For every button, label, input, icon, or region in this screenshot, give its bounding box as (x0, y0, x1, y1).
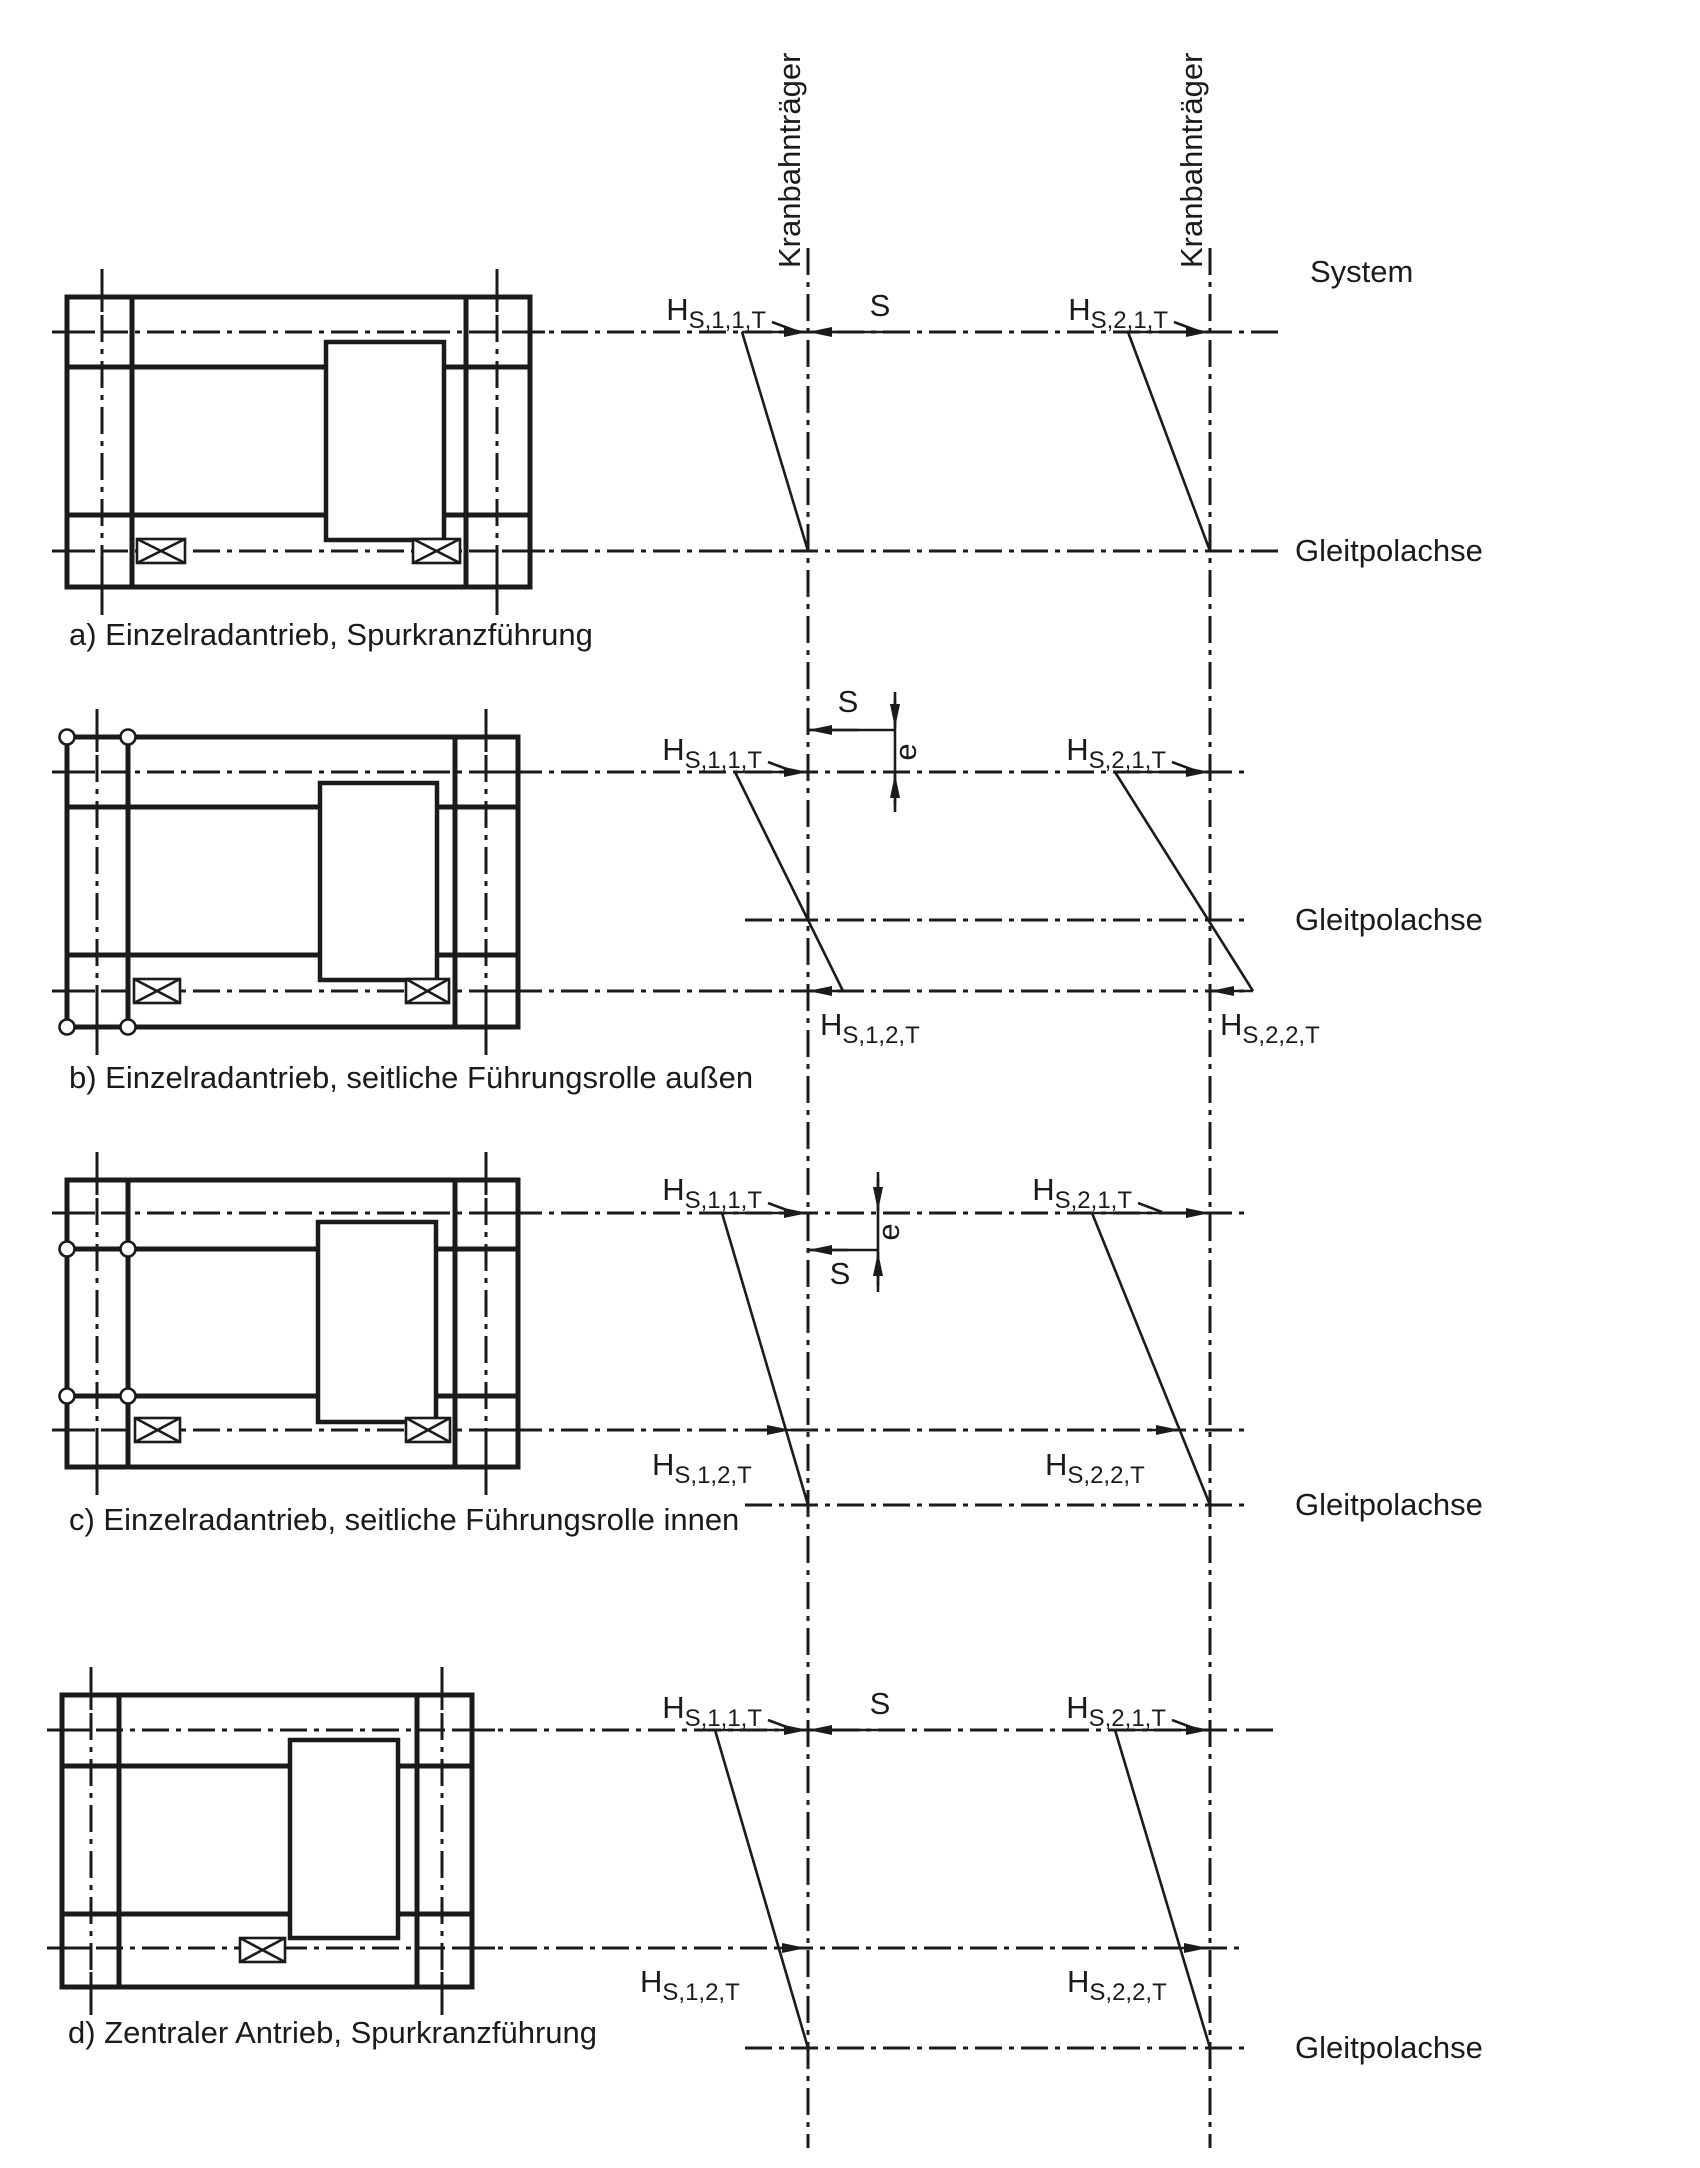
label-leader (1171, 1718, 1197, 1731)
force-diagram-row-d-girder-1: HS,1,1,T S HS,1,2,T (640, 1686, 905, 2049)
guide-roller-icon (119, 1240, 137, 1258)
force-label-hs11: HS,1,1,T (662, 1172, 762, 1214)
crane-bridge-outline (59, 1692, 475, 1990)
eccentricity-dim-label: e (888, 743, 923, 760)
crab-trolley (323, 339, 447, 543)
central-drive-motor-icon (238, 1936, 287, 1964)
crane-bridge-outline (64, 294, 533, 590)
drive-motor-icon (133, 1416, 182, 1444)
guide-roller-icon (58, 1240, 76, 1258)
force-label-hs12: HS,1,2,T (820, 1007, 920, 1049)
guide-roller-icon (58, 728, 76, 746)
guide-roller-icon (58, 1387, 76, 1405)
caption-row-b: b) Einzelradantrieb, seitliche Führungsr… (69, 1060, 753, 1095)
crab-trolley (317, 780, 440, 983)
caption-row-a: a) Einzelradantrieb, Spurkranzführung (69, 617, 593, 652)
runway-girder-2-label: Kranbahnträger (1174, 53, 1209, 268)
force-label-hs22: HS,2,2,T (1220, 1007, 1320, 1049)
label-leader (767, 760, 793, 773)
dimensions-row-b: S e (808, 684, 923, 812)
label-leader (1171, 760, 1197, 773)
guide-roller-icon (119, 1387, 137, 1405)
force-diagram-row-b-girder-2: HS,2,1,T HS,2,2,T (1066, 732, 1320, 1049)
force-distribution-line (1126, 331, 1212, 552)
force-diagram-row-a-girder-1: HS,1,1,T S (666, 288, 905, 552)
span-dim-label: S (830, 1256, 851, 1291)
eccentricity-dim-label: e (871, 1223, 906, 1240)
force-diagram-row-d-girder-2: HS,2,1,T HS,2,2,T (1066, 1690, 1212, 2049)
span-dim-label: S (870, 1686, 891, 1721)
gleitpolachse-label-row-c: Gleitpolachse (1295, 1487, 1483, 1522)
force-label-hs11: HS,1,1,T (662, 732, 762, 774)
crane-bridge-outline (64, 1177, 521, 1470)
force-distribution-line (713, 1729, 810, 2049)
crane-plan-row-a (52, 269, 545, 615)
drive-motor-icon (135, 537, 187, 565)
force-label-hs12: HS,1,2,T (640, 1964, 740, 2006)
label-leader (771, 320, 797, 333)
row-d: HS,1,1,T S HS,1,2,T HS,2,1,T HS,2,2,T Gl… (47, 1667, 1483, 2065)
gleitpolachse-label-row-a: Gleitpolachse (1295, 533, 1483, 568)
label-leader (767, 1201, 793, 1214)
force-distribution-line (1113, 1729, 1212, 2049)
crab-trolley (315, 1219, 439, 1425)
label-leader (1173, 320, 1199, 333)
force-label-hs21: HS,2,1,T (1032, 1172, 1132, 1214)
crane-plan-row-c (52, 1152, 533, 1495)
force-distribution-line (740, 331, 810, 552)
force-label-hs12: HS,1,2,T (652, 1447, 752, 1489)
gleitpolachse-label-row-d: Gleitpolachse (1295, 2030, 1483, 2065)
force-distribution-line (1090, 1212, 1212, 1506)
caption-row-c: c) Einzelradantrieb, seitliche Führungsr… (69, 1502, 739, 1537)
runway-girder-1-label: Kranbahnträger (772, 53, 807, 268)
crane-bridge-outline (64, 734, 521, 1030)
force-diagram-row-c-girder-1: HS,1,1,T HS,1,2,T (652, 1172, 810, 1506)
force-distribution-line (733, 771, 845, 992)
guide-roller-icon (119, 728, 137, 746)
guide-roller-icon (58, 1018, 76, 1036)
force-label-hs11: HS,1,1,T (666, 292, 766, 334)
force-diagram-row-c-girder-2: HS,2,1,T HS,2,2,T (1032, 1172, 1212, 1506)
force-label-hs22: HS,2,2,T (1045, 1447, 1145, 1489)
drive-motor-icon (404, 1416, 452, 1444)
label-leader (767, 1718, 793, 1731)
force-label-hs21: HS,2,1,T (1066, 732, 1166, 774)
system-label: System (1310, 254, 1413, 289)
span-dim-label: S (838, 684, 859, 719)
drive-motor-icon (132, 977, 182, 1005)
force-distribution-line (720, 1212, 810, 1506)
force-label-hs21: HS,2,1,T (1066, 1690, 1166, 1732)
drive-motor-icon (404, 977, 451, 1005)
label-leader (1137, 1201, 1163, 1214)
dimensions-row-c: S e (808, 1172, 906, 1292)
force-diagram-row-b-girder-1: HS,1,1,T HS,1,2,T (662, 732, 920, 1049)
span-dim-label: S (870, 288, 891, 323)
force-label-hs11: HS,1,1,T (662, 1690, 762, 1732)
row-c: S e HS,1,1,T HS,1,2,T HS,2,1,T HS,2,2,T … (52, 1152, 1483, 1537)
guide-roller-icon (119, 1018, 137, 1036)
gleitpolachse-label-row-b: Gleitpolachse (1295, 902, 1483, 937)
row-a: HS,1,1,T S HS,2,1,T Gleitpolachse a) Ein… (52, 269, 1483, 652)
force-diagram-row-a-girder-2: HS,2,1,T (1068, 292, 1212, 552)
force-label-hs21: HS,2,1,T (1068, 292, 1168, 334)
caption-row-d: d) Zentraler Antrieb, Spurkranzführung (68, 2015, 597, 2050)
force-distribution-line (1113, 771, 1255, 992)
force-label-hs22: HS,2,2,T (1067, 1964, 1167, 2006)
crane-plan-row-d (47, 1667, 495, 2015)
row-b: S e HS,1,1,T HS,1,2,T HS,2,1,T HS,2,2,T … (52, 684, 1483, 1095)
crab-trolley (287, 1737, 401, 1941)
crane-plan-row-b (52, 709, 533, 1055)
drive-motor-icon (411, 537, 462, 565)
